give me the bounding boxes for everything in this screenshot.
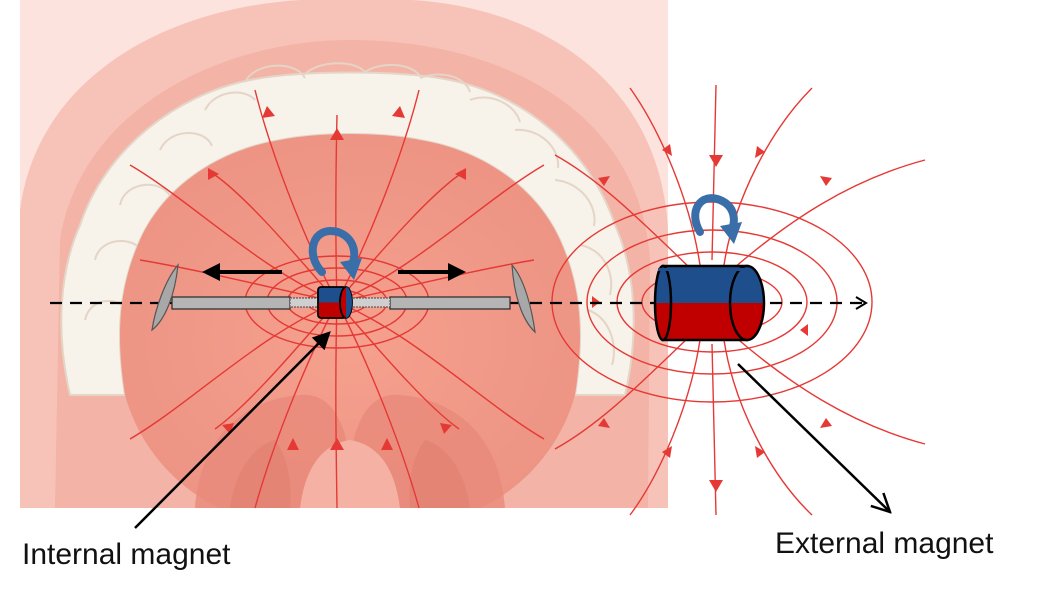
external-magnet-label: External magnet: [775, 527, 994, 560]
external-rotation-arrow: [691, 194, 742, 244]
external-magnet-pointer: [737, 363, 890, 512]
expander-bar-right: [389, 296, 511, 310]
external-field-arrowheads: [592, 144, 832, 492]
threaded-screw-left: [289, 297, 321, 308]
external-magnet: [653, 264, 766, 342]
threaded-screw-right: [349, 297, 391, 308]
internal-field-arrowheads: [208, 106, 466, 450]
palatal-expander-device: [151, 263, 536, 334]
teeth-arch: [60, 62, 635, 396]
anchor-plate-right: [511, 263, 536, 334]
oral-cavity-illustration: [20, 0, 668, 508]
internal-rotation-arrow: [308, 227, 362, 280]
palate: [120, 134, 580, 508]
anchor-plate-left: [151, 263, 179, 332]
internal-magnet-label: Internal magnet: [22, 538, 231, 571]
internal-magnet-pointer: [134, 331, 331, 529]
internal-magnet: [317, 286, 353, 319]
expander-bar-left: [171, 296, 291, 310]
